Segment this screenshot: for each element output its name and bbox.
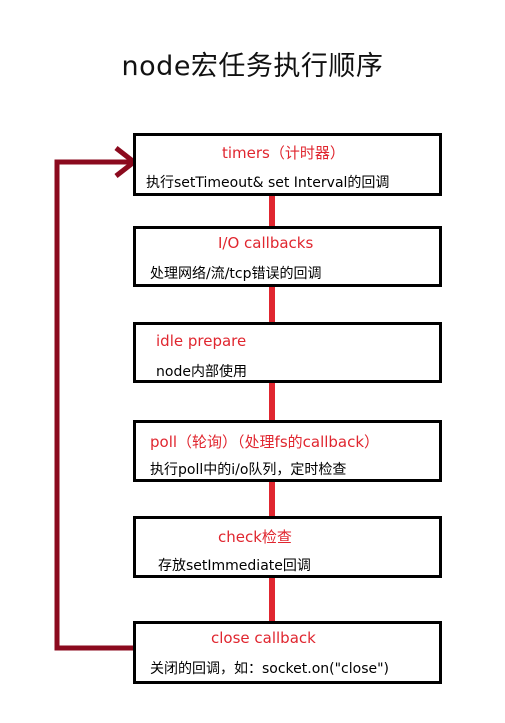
phase-box-poll: poll（轮询）（处理fs的callback） 执行poll中的i/o队列，定时… — [133, 420, 442, 482]
phase-box-close-callback: close callback 关闭的回调，如：socket.on("close"… — [133, 621, 442, 684]
phase-description: 关闭的回调，如：socket.on("close") — [150, 661, 390, 677]
phase-name: idle prepare — [156, 332, 247, 350]
phase-box-check: check检查 存放setImmediate回调 — [133, 516, 442, 578]
phase-name: I/O callbacks — [218, 234, 314, 252]
phase-box-io-callbacks: I/O callbacks 处理网络/流/tcp错误的回调 — [133, 226, 442, 287]
phase-description: 执行setTimeout& set Interval的回调 — [146, 175, 390, 191]
phase-description: 执行poll中的i/o队列，定时检查 — [150, 462, 347, 478]
phase-name: close callback — [211, 629, 316, 647]
phase-description: 处理网络/流/tcp错误的回调 — [150, 266, 322, 282]
phase-name: poll（轮询）（处理fs的callback） — [150, 433, 380, 451]
phase-box-timers: timers（计时器） 执行setTimeout& set Interval的回… — [133, 133, 442, 196]
loop-back-arrow — [54, 159, 133, 651]
phase-box-idle-prepare: idle prepare node内部使用 — [133, 322, 442, 383]
phase-name: timers（计时器） — [222, 144, 345, 162]
phase-description: node内部使用 — [156, 364, 247, 380]
diagram-title: node宏任务执行顺序 — [121, 51, 384, 82]
phase-description: 存放setImmediate回调 — [158, 558, 311, 574]
phase-name: check检查 — [218, 528, 292, 546]
